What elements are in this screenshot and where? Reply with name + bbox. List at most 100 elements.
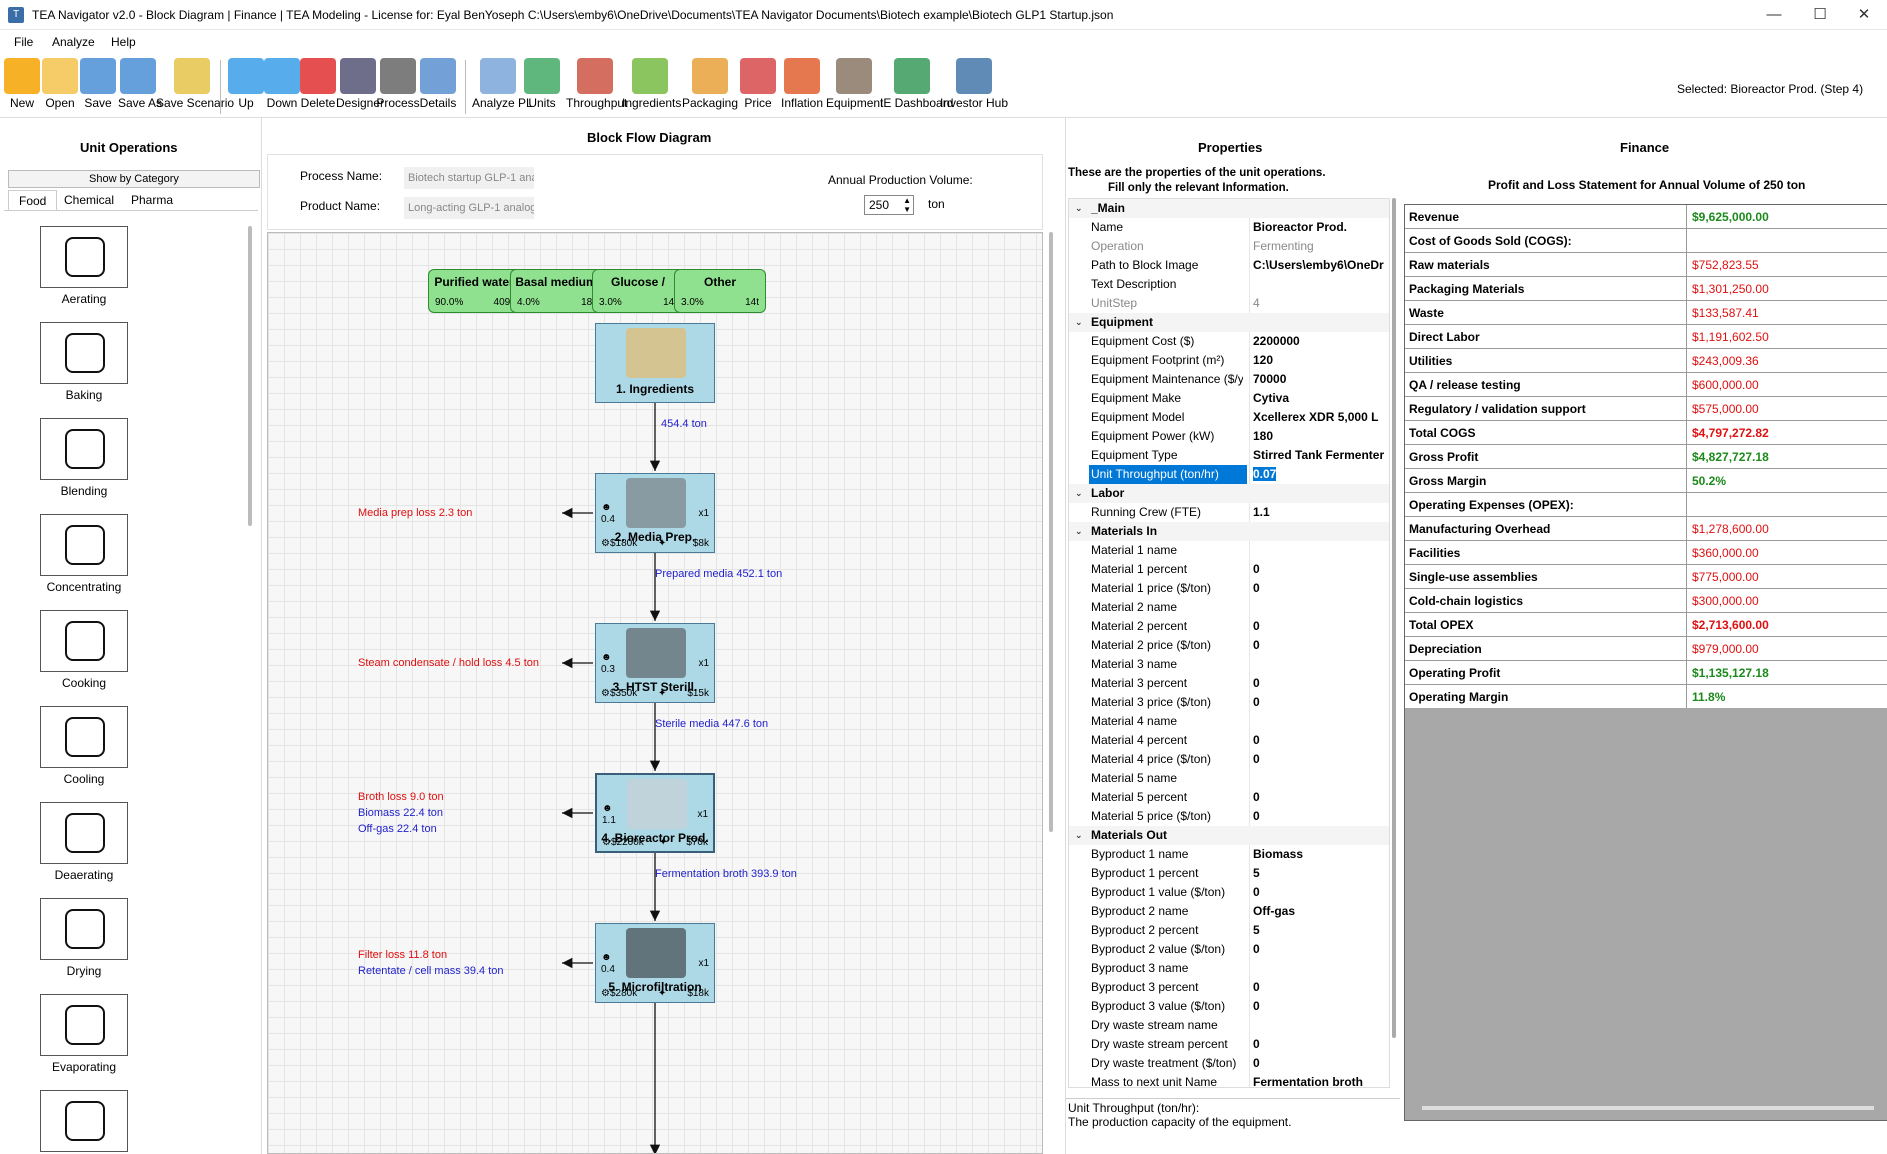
- collapse-chevron-icon[interactable]: ⌄: [1075, 488, 1083, 498]
- toolbar-save-as-button[interactable]: Save As: [118, 58, 162, 116]
- toolbar-designer-button[interactable]: Designer: [336, 58, 384, 116]
- property-value[interactable]: Biomass: [1253, 847, 1304, 861]
- property-row[interactable]: Material 4 name: [1069, 712, 1389, 731]
- property-value[interactable]: 180: [1253, 429, 1274, 443]
- toolbar-units-button[interactable]: Units: [524, 58, 560, 116]
- unit-op-cooling[interactable]: Cooling: [22, 706, 146, 786]
- collapse-chevron-icon[interactable]: ⌄: [1075, 317, 1083, 327]
- toolbar-analyze-pl-button[interactable]: Analyze PL: [472, 58, 533, 116]
- toolbar-price-button[interactable]: Price: [740, 58, 776, 116]
- process-block[interactable]: 1. Ingredients: [595, 323, 715, 403]
- property-row[interactable]: Dry waste stream name: [1069, 1016, 1389, 1035]
- property-row[interactable]: Equipment Power (kW)180: [1069, 427, 1389, 446]
- property-row[interactable]: Unit Throughput (ton/hr)0.07: [1069, 465, 1389, 484]
- property-value[interactable]: 0: [1253, 733, 1260, 747]
- property-row[interactable]: Material 1 name: [1069, 541, 1389, 560]
- menu-analyze[interactable]: Analyze: [52, 35, 95, 49]
- collapse-chevron-icon[interactable]: ⌄: [1075, 830, 1083, 840]
- toolbar-delete-button[interactable]: Delete: [300, 58, 336, 116]
- property-row[interactable]: Byproduct 3 value ($/ton)0: [1069, 997, 1389, 1016]
- unit-op-aerating[interactable]: Aerating: [22, 226, 146, 306]
- property-row[interactable]: Material 1 price ($/ton)0: [1069, 579, 1389, 598]
- property-grid-scrollbar[interactable]: [1392, 198, 1396, 1038]
- unit-op-cooking[interactable]: Cooking: [22, 610, 146, 690]
- tab-pharma[interactable]: Pharma: [131, 193, 174, 207]
- property-row[interactable]: Byproduct 1 value ($/ton)0: [1069, 883, 1389, 902]
- property-value[interactable]: Off-gas: [1253, 904, 1295, 918]
- property-row[interactable]: Material 3 price ($/ton)0: [1069, 693, 1389, 712]
- property-value[interactable]: 4: [1253, 296, 1260, 310]
- toolbar-throughput-button[interactable]: Throughput: [566, 58, 627, 116]
- property-value[interactable]: 0: [1253, 562, 1260, 576]
- property-category[interactable]: ⌄_Main: [1069, 199, 1389, 218]
- property-category[interactable]: ⌄Materials In: [1069, 522, 1389, 541]
- toolbar-save-button[interactable]: Save: [80, 58, 116, 116]
- property-value[interactable]: 0: [1253, 809, 1260, 823]
- show-by-category-button[interactable]: Show by Category: [8, 170, 260, 188]
- toolbar-open-button[interactable]: Open: [42, 58, 78, 116]
- unit-op-evaporating[interactable]: Evaporating: [22, 994, 146, 1074]
- menu-file[interactable]: File: [14, 35, 34, 49]
- property-value[interactable]: 0.07: [1253, 467, 1277, 481]
- unit-op-item[interactable]: [22, 1090, 146, 1154]
- property-row[interactable]: Material 3 name: [1069, 655, 1389, 674]
- property-value[interactable]: 0: [1253, 638, 1260, 652]
- property-value[interactable]: 1.1: [1253, 505, 1270, 519]
- property-value[interactable]: 0: [1253, 676, 1260, 690]
- property-row[interactable]: Material 4 price ($/ton)0: [1069, 750, 1389, 769]
- toolbar-packaging-button[interactable]: Packaging: [680, 58, 740, 116]
- unit-operations-scrollbar[interactable]: [248, 226, 252, 526]
- property-category[interactable]: ⌄Materials Out: [1069, 826, 1389, 845]
- property-row[interactable]: Material 5 price ($/ton)0: [1069, 807, 1389, 826]
- stepper-icon[interactable]: ▲▼: [903, 196, 911, 214]
- toolbar-new-button[interactable]: New: [4, 58, 40, 116]
- property-row[interactable]: Text Description: [1069, 275, 1389, 294]
- unit-op-baking[interactable]: Baking: [22, 322, 146, 402]
- property-row[interactable]: Material 2 price ($/ton)0: [1069, 636, 1389, 655]
- property-value[interactable]: 0: [1253, 1056, 1260, 1070]
- toolbar-details-button[interactable]: Details: [418, 58, 458, 116]
- tab-food[interactable]: Food: [8, 190, 58, 210]
- property-value[interactable]: 0: [1253, 790, 1260, 804]
- material-input-block[interactable]: Glucose /3.0%14t: [592, 269, 684, 313]
- property-value[interactable]: Fermenting: [1253, 239, 1314, 253]
- property-value[interactable]: Fermentation broth: [1253, 1075, 1363, 1088]
- property-value[interactable]: 0: [1253, 695, 1260, 709]
- property-value[interactable]: 0: [1253, 885, 1260, 899]
- property-value[interactable]: Bioreactor Prod.: [1253, 220, 1348, 234]
- property-value[interactable]: Stirred Tank Fermenter: [1253, 448, 1385, 462]
- property-row[interactable]: Material 2 name: [1069, 598, 1389, 617]
- property-row[interactable]: Equipment Footprint (m²)120: [1069, 351, 1389, 370]
- property-value[interactable]: Xcellerex XDR 5,000 L: [1253, 410, 1379, 424]
- property-value[interactable]: 0: [1253, 942, 1260, 956]
- property-value[interactable]: 120: [1253, 353, 1274, 367]
- product-name-field[interactable]: Long-acting GLP-1 analog p: [404, 197, 534, 219]
- toolbar-save-scenario-button[interactable]: Save Scenario: [156, 58, 234, 116]
- property-row[interactable]: Running Crew (FTE)1.1: [1069, 503, 1389, 522]
- property-value[interactable]: C:\Users\emby6\OneDr: [1253, 258, 1384, 272]
- diagram-scrollbar[interactable]: [1049, 232, 1053, 832]
- property-category[interactable]: ⌄Equipment: [1069, 313, 1389, 332]
